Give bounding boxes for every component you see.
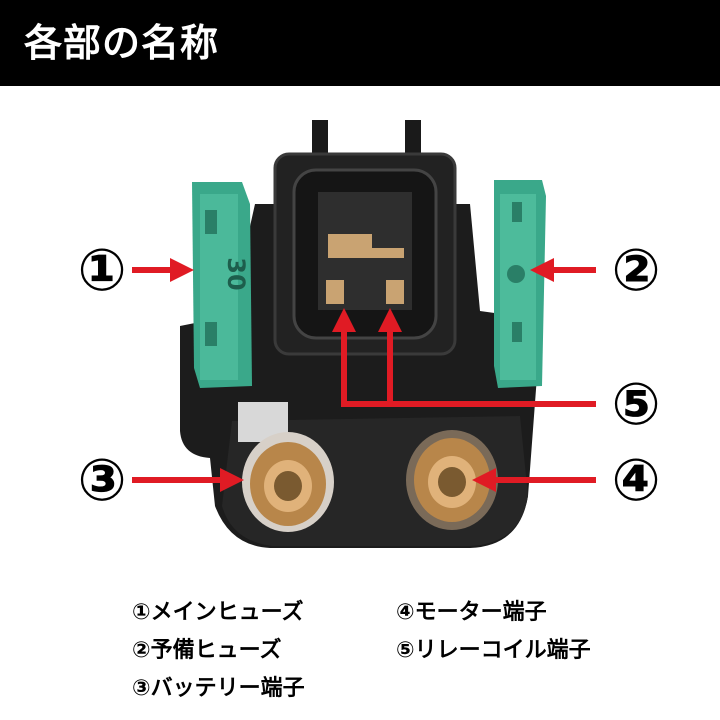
- legend-relay-coil-terminal: ⑤リレーコイル端子: [396, 638, 591, 663]
- legend-battery-terminal: ③バッテリー端子: [132, 676, 305, 701]
- battery-terminal: [242, 432, 334, 532]
- fuse-rating-label: 30: [222, 257, 250, 290]
- spare-fuse: [494, 180, 546, 388]
- connector-tab-right: [405, 120, 421, 160]
- callout-main-fuse: ①: [77, 236, 127, 304]
- arrow-battery-terminal: [132, 468, 244, 492]
- callout-battery-terminal: ③: [77, 446, 127, 514]
- legend-motor-terminal: ④モーター端子: [396, 600, 547, 625]
- callout-spare-fuse: ②: [611, 236, 661, 304]
- title-bar: 各部の名称: [0, 0, 720, 86]
- relay-photo: 30: [132, 120, 596, 548]
- legend-main-fuse: ①メインヒューズ: [132, 600, 304, 625]
- arrow-spare-fuse: [530, 258, 596, 282]
- arrow-relay-coil-terminals: [332, 308, 596, 407]
- coil-pin-top: [328, 234, 404, 258]
- parts-legend: ①メインヒューズ ②予備ヒューズ ③バッテリー端子 ④モーター端子 ⑤リレーコイ…: [0, 598, 720, 720]
- arrow-motor-terminal: [472, 468, 596, 492]
- coil-pin-right: [386, 280, 404, 304]
- main-fuse: 30: [192, 182, 252, 388]
- coil-pin-left: [326, 280, 344, 304]
- connector-tab-left: [312, 120, 328, 160]
- arrow-main-fuse: [132, 258, 194, 282]
- callout-motor-terminal: ④: [611, 446, 661, 514]
- motor-terminal: [406, 430, 498, 530]
- legend-spare-fuse: ②予備ヒューズ: [132, 638, 282, 663]
- page-title: 各部の名称: [24, 21, 220, 65]
- callout-relay-coil-terminal: ⑤: [611, 370, 661, 438]
